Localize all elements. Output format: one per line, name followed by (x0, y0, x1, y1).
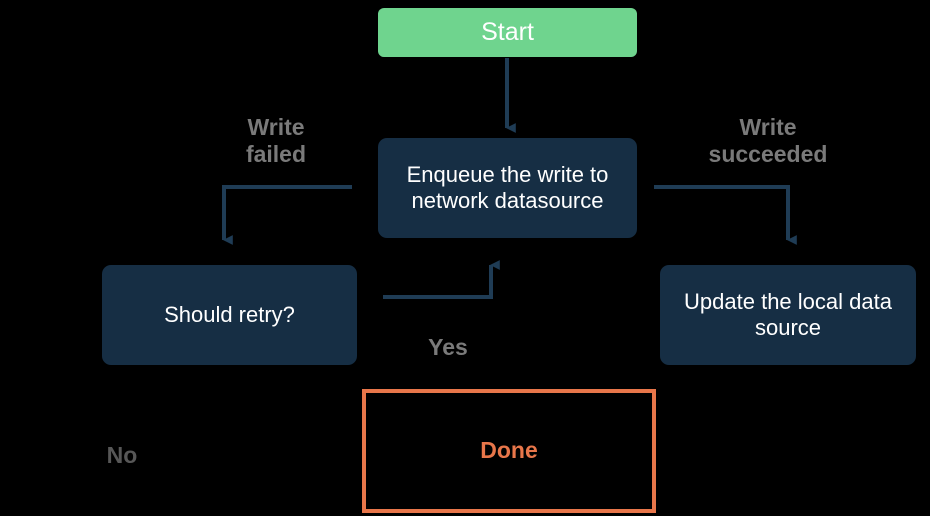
node-done[interactable]: Done (362, 389, 656, 513)
node-enqueue-write[interactable]: Enqueue the write to network datasource (378, 138, 637, 238)
edge-label-no: No (106, 442, 138, 468)
edge-label-yes: Yes (428, 334, 468, 360)
edge-label-write-succeeded: Write succeeded (708, 114, 828, 168)
node-should-retry[interactable]: Should retry? (102, 265, 357, 365)
node-start[interactable]: Start (378, 8, 637, 57)
edge-label-write-failed: Write failed (245, 114, 307, 168)
edge-should-retry-yes-to-enqueue (383, 260, 500, 299)
edge-enqueue-to-should-retry (222, 185, 352, 245)
edge-enqueue-to-update-local (654, 185, 797, 245)
node-update-local-data-source[interactable]: Update the local data source (660, 265, 916, 365)
